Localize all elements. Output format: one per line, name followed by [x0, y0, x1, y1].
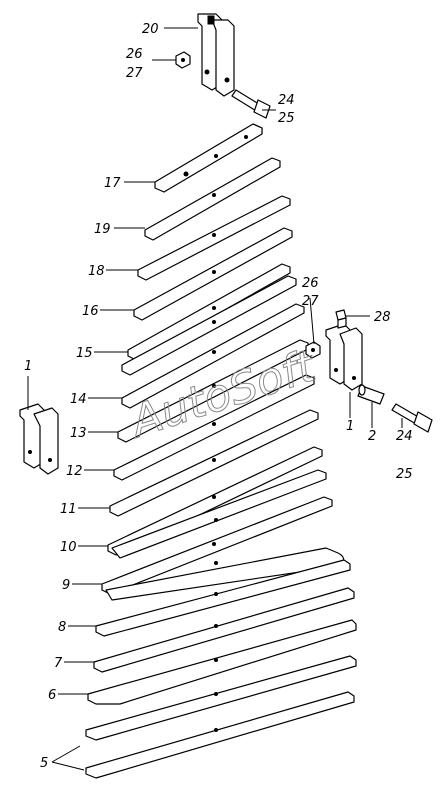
leaf-15b — [121, 275, 297, 376]
bolt-24-25-top — [231, 89, 271, 119]
leaf-11 — [109, 409, 319, 517]
label-18: 18 — [88, 264, 105, 279]
label-2: 2 — [368, 429, 376, 444]
label-17: 17 — [104, 176, 121, 191]
leaf-12 — [113, 374, 315, 481]
label-27-top: 27 — [126, 66, 143, 81]
label-6: 6 — [48, 688, 56, 703]
leaf-7 — [93, 587, 355, 673]
label-8: 8 — [58, 620, 66, 635]
leaf-5a — [85, 655, 357, 741]
leaf-10 — [107, 446, 323, 556]
label-24-right: 24 — [396, 429, 413, 444]
label-25-right: 25 — [396, 467, 413, 482]
leaf-14 — [121, 303, 305, 409]
label-25-top: 25 — [278, 111, 295, 126]
leaf-17 — [154, 123, 263, 193]
label-10: 10 — [60, 540, 77, 555]
part-labels: 20 26 27 24 25 17 19 18 16 15 14 13 12 1… — [24, 22, 413, 771]
leaf-5b — [85, 691, 355, 779]
label-20: 20 — [142, 22, 159, 37]
label-12: 12 — [66, 464, 83, 479]
label-15: 15 — [76, 346, 93, 361]
grease-nipple-28 — [335, 309, 347, 329]
label-11: 11 — [60, 502, 77, 517]
leaf-8 — [95, 559, 351, 637]
label-24-top: 24 — [278, 93, 295, 108]
label-19: 19 — [94, 222, 111, 237]
label-5: 5 — [40, 756, 48, 771]
leaf-9 — [101, 496, 333, 595]
leaf-19 — [144, 157, 281, 241]
label-14: 14 — [70, 392, 87, 407]
label-9: 9 — [62, 578, 70, 593]
label-16: 16 — [82, 304, 99, 319]
label-27-right: 27 — [302, 294, 319, 309]
label-1-left: 1 — [24, 359, 32, 374]
leaf-16 — [133, 227, 293, 321]
leaf-18 — [137, 195, 291, 281]
bracket-1-right — [325, 323, 363, 391]
bolt-24-25-right — [391, 403, 433, 433]
pin-2 — [357, 384, 385, 405]
leaf-10b — [111, 469, 327, 559]
bracket-20 — [197, 13, 235, 97]
leaf-6 — [87, 619, 357, 705]
label-7: 7 — [54, 656, 63, 671]
label-26-right: 26 — [302, 276, 319, 291]
label-28: 28 — [374, 310, 391, 325]
label-26-top: 26 — [126, 47, 143, 62]
nut-26-27-top — [175, 51, 191, 69]
label-1-right: 1 — [346, 419, 354, 434]
label-13: 13 — [70, 426, 87, 441]
leaf-15 — [127, 263, 291, 361]
leader-lines — [27, 27, 403, 771]
bracket-1-left — [19, 403, 59, 475]
